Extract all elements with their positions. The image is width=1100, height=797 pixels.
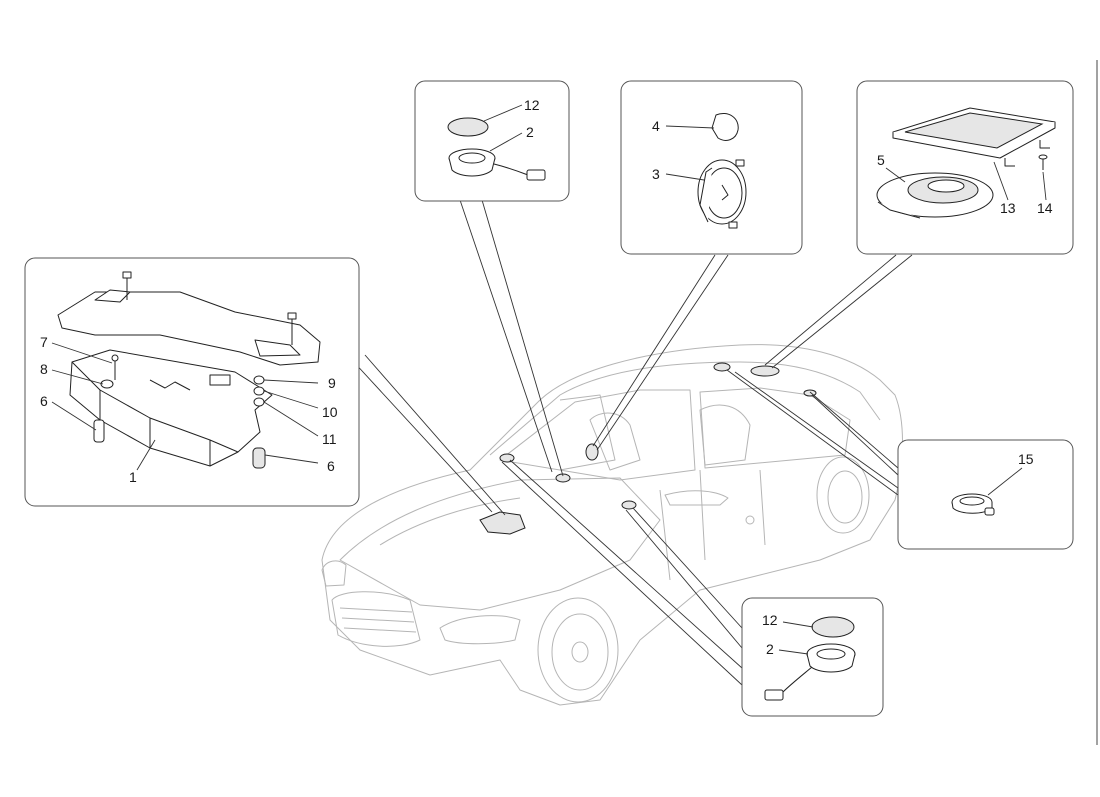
part-label-2-top: 2 [526, 124, 534, 140]
part-label-3: 3 [652, 166, 660, 182]
part-label-12-top: 12 [524, 97, 540, 113]
callout-door-tweeter: 12 2 [741, 597, 884, 717]
callout-rear-shelf-speaker: 5 13 14 [856, 80, 1074, 255]
part-label-6-right: 6 [327, 458, 335, 474]
callout-pillar-speaker: 4 3 [620, 80, 803, 255]
part-label-13: 13 [1000, 200, 1016, 216]
part-label-12-bottom: 12 [762, 612, 778, 628]
part-label-11: 11 [322, 431, 337, 447]
part-label-4: 4 [652, 118, 660, 134]
part-label-5: 5 [877, 152, 885, 168]
part-label-15: 15 [1018, 451, 1034, 467]
part-label-2-bottom: 2 [766, 641, 774, 657]
part-label-8: 8 [40, 361, 48, 377]
part-label-9: 9 [328, 375, 336, 391]
part-label-14: 14 [1037, 200, 1053, 216]
part-label-7: 7 [40, 334, 48, 350]
callout-amplifier-assembly: 7 8 6 1 9 10 11 6 [24, 257, 360, 507]
part-label-6-left: 6 [40, 393, 48, 409]
leader-lines [351, 199, 913, 686]
callout-dash-tweeter: 12 2 [414, 80, 570, 202]
callout-roof-speaker: 15 [897, 439, 1074, 550]
car-illustration [321, 344, 903, 706]
part-label-10: 10 [322, 404, 338, 420]
part-label-1: 1 [129, 469, 137, 485]
